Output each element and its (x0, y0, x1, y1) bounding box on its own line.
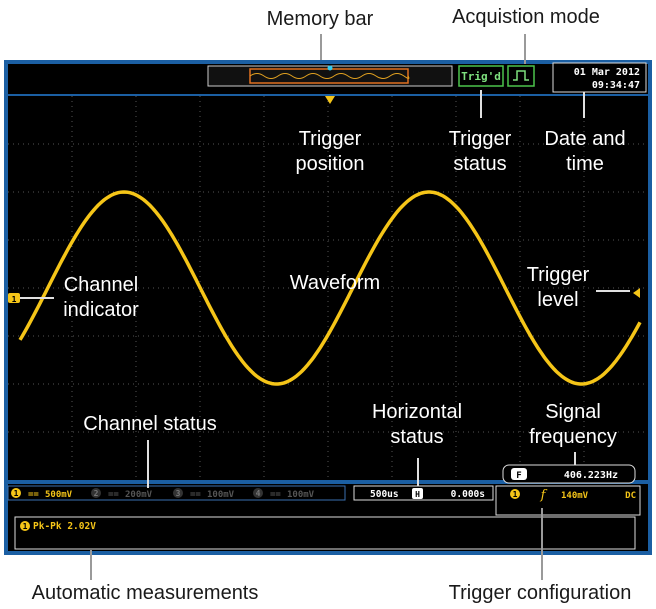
channel-3-id: 3 (176, 489, 181, 498)
leader-horizontal-status (417, 458, 419, 486)
horizontal-position-text: 0.000s (451, 489, 485, 500)
timebase-text: 500us (370, 489, 399, 500)
measurement-text: Pk-Pk 2.02V (33, 521, 96, 532)
date-text: 01 Mar 2012 (574, 67, 640, 78)
channel-2-id: 2 (94, 489, 99, 498)
callout-channel-status: Channel status (83, 413, 217, 435)
callout-trigger-configuration: Trigger configuration (448, 582, 632, 604)
frequency-text: 406.223Hz (564, 470, 618, 481)
callout-acquisition-mode: Acquistion mode (452, 6, 600, 28)
leader-channel-status (147, 440, 149, 488)
trigger-slope-icon: f (540, 488, 548, 503)
waveform-trace (18, 190, 642, 386)
leader-automatic-measurements (90, 550, 92, 580)
channel-1-coupling: == (28, 490, 39, 500)
leader-memory-bar (320, 34, 322, 60)
trigger-status-badge (458, 65, 504, 87)
leader-date-time (583, 92, 585, 118)
callout-waveform: Waveform (289, 272, 381, 294)
memory-bar-cursor (327, 65, 333, 71)
channel-indicator-marker (8, 293, 20, 303)
channel-4-id: 4 (256, 489, 261, 498)
leader-trigger-level (596, 290, 630, 292)
leader-acquisition-mode (524, 34, 526, 64)
channel-3-scale: 100mV (207, 490, 235, 500)
frequency-marker: F (516, 471, 521, 481)
channel-4-marker (253, 488, 263, 498)
date-time-box (552, 62, 647, 93)
channel-3-coupling: == (190, 490, 201, 500)
horizontal-status-bar (353, 485, 494, 501)
channel-2-coupling: == (108, 490, 119, 500)
channel-4-coupling: == (270, 490, 281, 500)
channel-2-marker (91, 488, 101, 498)
svg-text:1: 1 (23, 522, 28, 531)
leader-trigger-status (480, 90, 482, 118)
memory-bar (207, 65, 453, 87)
channel-1-marker (11, 488, 21, 498)
frequency-readout (502, 464, 636, 484)
trigger-config-box (495, 485, 641, 516)
channel-3-marker (173, 488, 183, 498)
svg-text:1: 1 (12, 295, 17, 304)
channel-1-scale: 500mV (45, 490, 73, 500)
trigger-level-marker (633, 288, 640, 298)
trigger-source-text: 1 (513, 490, 518, 499)
channel-1-id: 1 (14, 489, 19, 498)
leader-signal-frequency (574, 452, 576, 465)
trigger-status-text: Trig'd (461, 70, 501, 83)
measurement-box (14, 516, 636, 550)
trigger-level-text: 140mV (561, 491, 589, 501)
trigger-coupling-text: DC (625, 491, 636, 501)
acquisition-mode-icon (507, 65, 535, 87)
trigger-position-marker (325, 96, 335, 104)
time-text: 09:34:47 (592, 80, 640, 91)
channel-4-scale: 100mV (287, 490, 315, 500)
callout-automatic-measurements: Automatic measurements (31, 582, 259, 604)
callout-memory-bar: Memory bar (266, 8, 374, 30)
horizontal-marker: H (415, 490, 420, 499)
channel-2-scale: 200mV (125, 490, 153, 500)
leader-channel-indicator (20, 297, 54, 299)
leader-trigger-configuration (541, 508, 543, 580)
